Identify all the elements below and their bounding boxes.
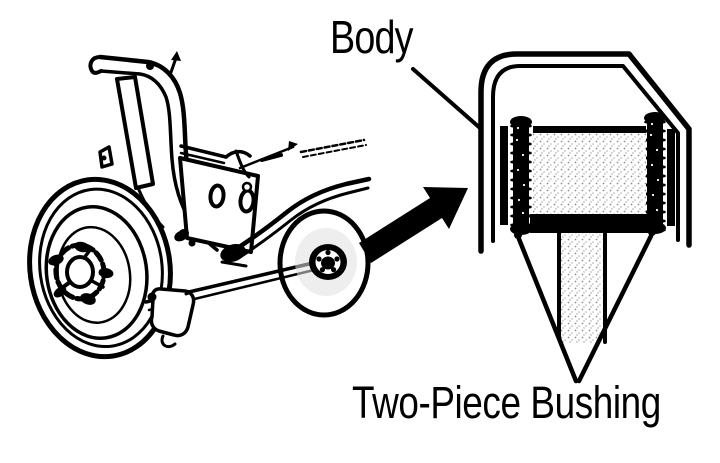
- callout-arrow-icon: [359, 187, 468, 263]
- bushing-stud: [557, 231, 607, 344]
- bushing-half-left: [510, 116, 532, 235]
- left-retainer-bar: [500, 126, 508, 225]
- lower-rail: [230, 176, 372, 261]
- bushing-rubber-block: [514, 126, 656, 239]
- drum-hub: [48, 241, 114, 305]
- body-label: Body: [330, 11, 414, 63]
- upper-rail-sketch: [179, 138, 367, 193]
- shock-strut: [98, 75, 165, 229]
- body-bracket-cross-section: [411, 51, 692, 384]
- bracket-plate: [174, 156, 260, 268]
- body-leader-line: [411, 67, 482, 130]
- axle-assembly-illustration: [27, 51, 372, 360]
- two-piece-bushing-label: Two-Piece Bushing: [352, 377, 661, 428]
- body-bracket-frame: [478, 51, 692, 254]
- right-retainer-bar: [667, 129, 675, 226]
- bushing-leader-lines: [516, 233, 654, 384]
- under-drum-bracket: [147, 287, 198, 349]
- hub-bolts: [316, 249, 340, 273]
- trailing-arm-bushing-wheel: [277, 208, 371, 318]
- brake-drum: [27, 176, 173, 360]
